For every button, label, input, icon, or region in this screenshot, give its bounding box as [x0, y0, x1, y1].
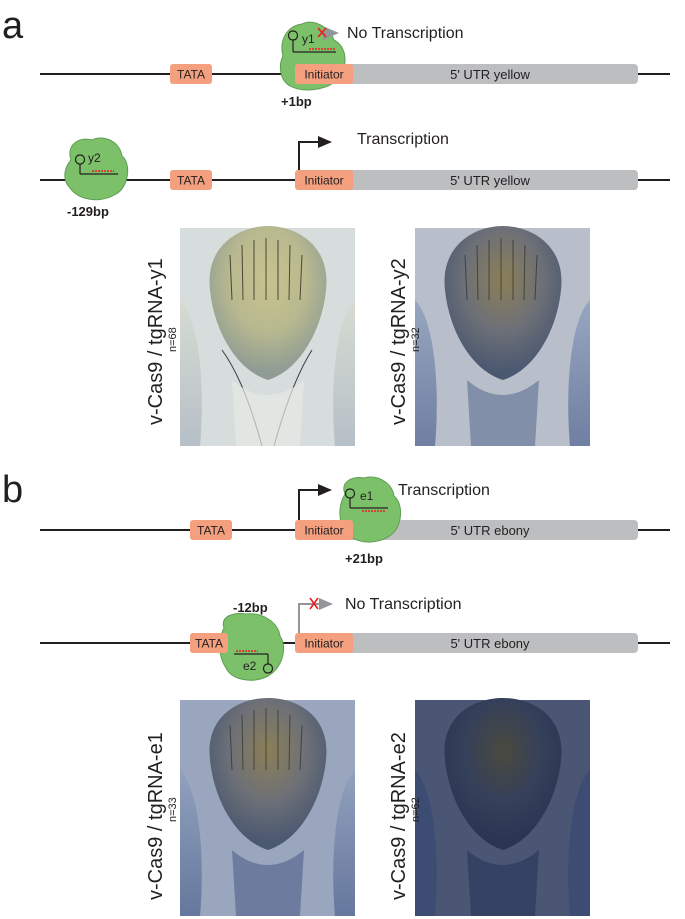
- utr-box: [340, 64, 638, 84]
- initiator-label: Initiator: [304, 637, 343, 651]
- transcription-status: Transcription: [357, 131, 449, 148]
- cas9-complex: [64, 137, 129, 201]
- tss-arrow: [298, 484, 332, 520]
- grna-label: e2: [243, 659, 257, 673]
- tata-box: [170, 64, 212, 84]
- tss-arrow: [323, 27, 339, 40]
- initiator-box: [295, 520, 353, 540]
- tss-arrow: [298, 136, 332, 170]
- utr-box: [340, 170, 638, 190]
- thorax: [209, 698, 327, 850]
- blocked-cross-icon: [317, 27, 327, 38]
- utr-box: [340, 520, 638, 540]
- grna-hairpin: [234, 653, 274, 674]
- target-position: -12bp: [233, 600, 268, 615]
- utr-label: 5' UTR yellow: [450, 173, 530, 188]
- utr-label: 5' UTR yellow: [450, 67, 530, 82]
- initiator-label: Initiator: [304, 68, 343, 82]
- grna-label: y2: [88, 151, 101, 165]
- tata-label-front: TATA: [195, 637, 223, 651]
- fly-image-b2: [415, 698, 590, 916]
- condition-label: v-Cas9 / tgRNA-y2: [388, 258, 410, 425]
- initiator-box: [295, 633, 353, 653]
- target-position: +21bp: [345, 551, 383, 566]
- initiator-box: [295, 64, 353, 84]
- grna-hairpin: [74, 154, 118, 175]
- tata-box: [190, 520, 232, 540]
- grna-hairpin: [344, 488, 388, 509]
- fly-image-a1: [180, 226, 355, 447]
- grna-hairpin: [287, 30, 336, 53]
- utr-label: 5' UTR ebony: [450, 523, 530, 538]
- blocked-cross-icon: [309, 597, 319, 610]
- initiator-box: [295, 170, 353, 190]
- thorax: [209, 226, 327, 380]
- utr-box: [340, 633, 638, 653]
- transcription-status: No Transcription: [347, 25, 464, 42]
- grna-label: y1: [302, 32, 315, 46]
- transcription-status: No Transcription: [345, 596, 462, 613]
- construct-b1: 5' UTR ebony TATA Initiator e1 Transcrip…: [40, 476, 670, 566]
- transcription-status: Transcription: [398, 482, 490, 499]
- construct-a1: 5' UTR yellow TATA Initiator y1 No Trans…: [40, 21, 670, 109]
- grna-label: e1: [360, 489, 374, 503]
- condition-label: v-Cas9 / tgRNA-e1: [145, 732, 167, 900]
- thorax: [444, 698, 562, 850]
- target-position: +1bp: [281, 94, 312, 109]
- tata-label: TATA: [197, 524, 225, 538]
- condition-label: v-Cas9 / tgRNA-e2: [388, 732, 410, 900]
- tss-arrow: [298, 598, 333, 633]
- thorax: [444, 226, 562, 380]
- tata-label: TATA: [177, 68, 205, 82]
- sample-size: n=32: [410, 327, 422, 352]
- panel-label-b: b: [2, 469, 23, 511]
- tata-box: [170, 170, 212, 190]
- fly-image-b1: [180, 698, 355, 916]
- target-position: -129bp: [67, 204, 109, 219]
- sample-size: n=62: [410, 797, 422, 822]
- utr-label: 5' UTR ebony: [450, 636, 530, 651]
- condition-label: v-Cas9 / tgRNA-y1: [145, 258, 167, 425]
- initiator-label: Initiator: [304, 174, 343, 188]
- construct-a2: 5' UTR yellow TATA Initiator Transcripti…: [40, 131, 670, 219]
- fly-image-a2: [415, 226, 590, 446]
- tata-box-front: [190, 633, 228, 653]
- sample-size: n=33: [167, 797, 179, 822]
- panel-label-a: a: [2, 5, 24, 47]
- tata-label: TATA: [177, 174, 205, 188]
- initiator-label: Initiator: [304, 524, 343, 538]
- sample-size: n=68: [167, 327, 179, 352]
- construct-b2: 5' UTR ebony TATA TATA Initiator e2 No T…: [40, 596, 670, 681]
